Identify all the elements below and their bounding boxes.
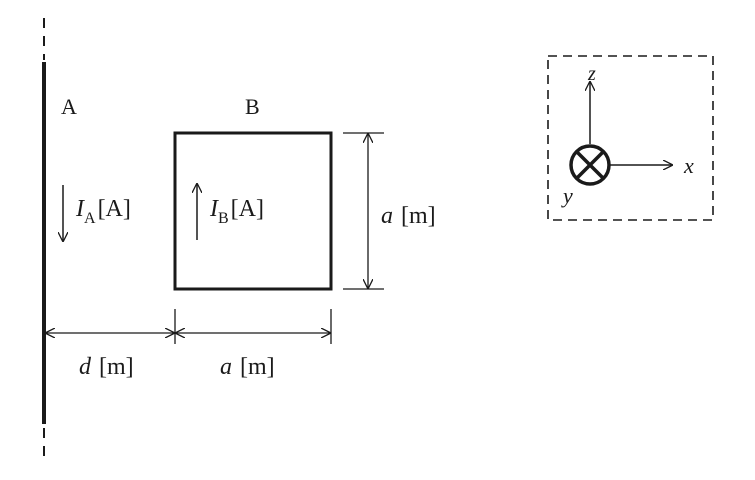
distance-dimension <box>46 309 332 344</box>
loop-b-label: B <box>245 94 260 119</box>
x-axis-label: x <box>683 153 694 178</box>
wire-a-label: A <box>61 94 77 119</box>
side-symbol-horizontal: a <box>220 354 232 380</box>
side-label-horizontal: a [m] <box>220 354 275 380</box>
distance-unit: [m] <box>99 354 134 380</box>
distance-symbol: d <box>79 354 92 380</box>
current-b-unit: [A] <box>231 196 264 222</box>
distance-label: d [m] <box>79 354 134 380</box>
y-axis-into-page-icon <box>569 144 611 186</box>
current-a-subscript: A <box>84 210 96 227</box>
loop-b <box>173 131 333 291</box>
side-label-vertical: a [m] <box>381 203 436 229</box>
z-axis-label: z <box>587 63 596 85</box>
side-unit-horizontal: [m] <box>240 354 275 380</box>
current-a-unit: [A] <box>98 196 131 222</box>
current-a-label: IA[A] <box>75 196 131 227</box>
current-b-label: IB[A] <box>209 196 264 227</box>
side-symbol-vertical: a <box>381 203 393 229</box>
current-a-symbol: I <box>75 196 85 222</box>
y-axis-label: y <box>561 183 573 208</box>
side-unit-vertical: [m] <box>401 203 436 229</box>
current-b-symbol: I <box>209 196 219 222</box>
current-b-subscript: B <box>218 210 229 227</box>
side-dimension-vertical <box>343 132 384 290</box>
axes-box <box>547 55 714 221</box>
